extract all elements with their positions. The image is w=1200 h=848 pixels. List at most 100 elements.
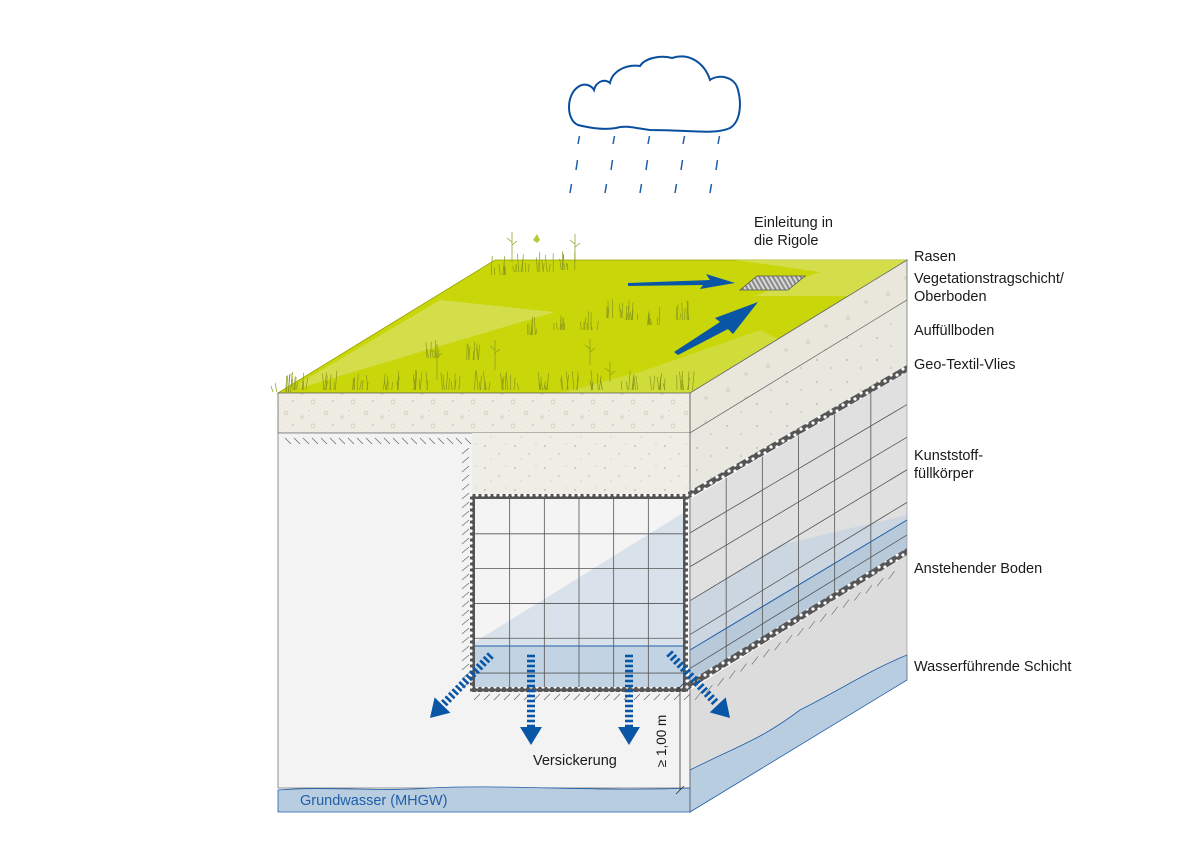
groundwater-front: [277, 786, 691, 813]
topsoil-label-line1: Vegetationstragschicht/: [914, 271, 1064, 287]
hatch-mark: [461, 546, 470, 554]
excavation-hatching-side: [694, 570, 895, 701]
grass-blade: [684, 308, 686, 321]
hatch-mark: [320, 437, 328, 445]
hatch-mark: [563, 693, 571, 701]
grass-blade: [431, 349, 434, 359]
excavation-hatching: [284, 437, 472, 445]
grass-blade: [396, 381, 399, 391]
grass-blade: [458, 375, 461, 391]
grass-blade: [681, 371, 683, 391]
rain-drop: [612, 135, 616, 145]
grass-blade: [305, 377, 309, 391]
rain-cloud-icon: [568, 55, 741, 133]
plastic-fill-grid-side: [689, 393, 908, 669]
grid-line: [689, 502, 908, 635]
hatch-mark: [643, 693, 651, 701]
hatch-mark: [461, 573, 470, 581]
arrow-dash: [458, 681, 466, 689]
grass-blade: [301, 372, 304, 391]
grass-blade: [384, 380, 387, 391]
grass-blade: [483, 371, 486, 391]
grass-blade: [544, 254, 548, 273]
rain-drops: [569, 135, 721, 194]
hatch-mark: [311, 437, 319, 445]
hatch-mark: [461, 582, 470, 590]
grass-blade: [294, 377, 297, 391]
grass-blade: [275, 383, 277, 393]
grass-blade: [565, 262, 568, 271]
grass-blade: [476, 343, 479, 361]
grass-blade: [480, 375, 482, 391]
lawn-highlight: [300, 300, 555, 388]
grass-blade: [391, 381, 394, 391]
hatch-mark: [437, 437, 445, 445]
rain-drop: [569, 183, 573, 194]
hatch-mark: [613, 693, 621, 701]
grass-blade: [590, 322, 593, 331]
grass-blade: [600, 382, 603, 391]
hatch-mark: [461, 591, 470, 599]
hatch-mark: [461, 555, 470, 563]
grass-blade: [413, 378, 416, 391]
grass-blade: [425, 371, 428, 391]
hatch-mark: [493, 693, 501, 701]
hatch-mark: [461, 483, 470, 491]
hatch-mark: [483, 693, 491, 701]
hatch-mark: [401, 437, 409, 445]
grass-blade: [329, 374, 332, 391]
grass-blade: [647, 315, 650, 326]
arrow-dash: [468, 670, 477, 678]
grass-blade: [418, 379, 421, 391]
grass-blade: [270, 385, 274, 393]
hatch-mark: [533, 693, 541, 701]
grass-blade: [658, 376, 662, 391]
hatch-mark: [706, 684, 713, 694]
grass-leaf: [574, 242, 581, 248]
inlet-label: Einleitung in die Rigole: [754, 214, 833, 250]
rain-drop: [645, 159, 649, 171]
arrow-dash: [700, 686, 709, 695]
arrow-dash: [472, 666, 480, 675]
hatch-mark: [428, 437, 436, 445]
grass-blade: [560, 323, 562, 331]
arrow-dash: [710, 697, 719, 706]
rain-drop: [674, 183, 678, 194]
grass-blade: [540, 376, 542, 391]
arrow-dash: [475, 663, 484, 671]
hatch-mark: [513, 693, 521, 701]
grass-blade: [488, 382, 491, 391]
grass-blade: [656, 376, 660, 391]
geotextile-label: Geo-Textil-Vlies: [914, 357, 1016, 373]
hatch-mark: [785, 634, 793, 644]
hatch-mark: [293, 437, 301, 445]
excavation-hatching: [473, 693, 691, 701]
grass-blade: [679, 313, 682, 321]
grass-blade: [324, 372, 327, 391]
hatch-mark: [356, 437, 364, 445]
hatch-mark: [461, 600, 470, 608]
grass-blade: [681, 302, 684, 321]
grass-blade: [445, 371, 449, 391]
grass-blade: [437, 349, 440, 359]
hatch-mark: [410, 437, 418, 445]
grass-blade: [631, 302, 634, 321]
rain-drop: [639, 183, 643, 194]
grass-blade: [442, 374, 445, 391]
grass-blade: [412, 374, 415, 391]
grass-blade: [288, 373, 291, 393]
grass-blade: [607, 308, 610, 319]
hatch-mark: [888, 570, 895, 580]
hatch-mark: [673, 693, 681, 701]
arrow-dash: [444, 695, 453, 703]
grass-leaf: [589, 347, 596, 353]
grass-blade: [679, 371, 682, 391]
grass-blade: [542, 263, 545, 273]
grass-blade: [472, 350, 475, 361]
grass-blade: [506, 371, 508, 391]
grass-blade: [490, 255, 493, 276]
grass-leaf: [569, 239, 576, 245]
hatch-mark: [461, 492, 470, 500]
grid-line: [689, 436, 908, 568]
hatch-mark: [603, 693, 611, 701]
